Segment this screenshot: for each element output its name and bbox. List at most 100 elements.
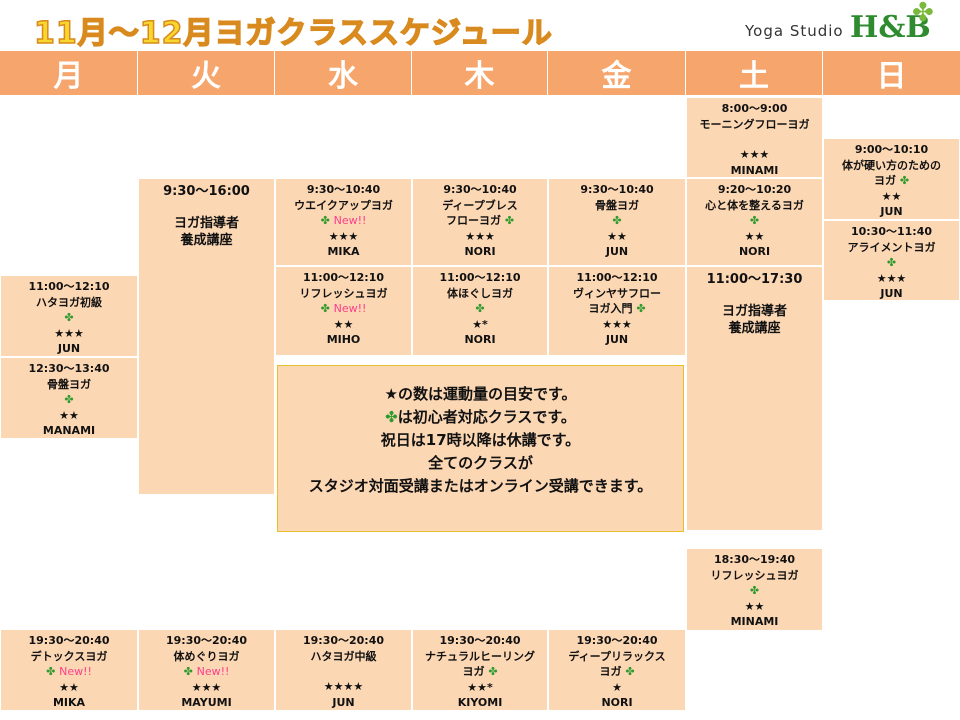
clover-icon: ✤ [636, 302, 646, 315]
class-stars: ★ [612, 680, 622, 694]
class-teacher: JUN [605, 245, 629, 258]
class-name: 体が硬い方のための [842, 158, 941, 172]
class-teacher: KIYOMI [457, 696, 503, 709]
class-name: ヨガ [873, 174, 896, 187]
clover-icon: ✤ [475, 302, 485, 315]
class-name: ヨガ [599, 665, 622, 678]
clover-icon: ✤ [183, 665, 193, 678]
logo: H&B [850, 10, 931, 45]
class-cell: 9:30～16:00 ヨガ指導者 養成講座 [138, 178, 275, 495]
class-name: 養成講座 [728, 321, 781, 336]
class-cell: 11:00～17:30 ヨガ指導者 養成講座 [686, 266, 823, 531]
class-teacher: JUN [880, 287, 903, 300]
class-time: 9:20～10:20 [717, 183, 792, 196]
class-name: リフレッシュヨガ [299, 286, 388, 300]
class-cell: 11:00～12:10 ハタヨガ初級 ✤ ★★★ JUN [0, 275, 138, 357]
class-name: 体めぐりヨガ [173, 649, 240, 663]
class-cell: 11:00～12:10 ヴィンヤサフロー ヨガ入門 ✤ ★★★ JUN [548, 266, 686, 356]
class-name: アライメントヨガ [847, 240, 936, 254]
clover-icon: ✤ [46, 665, 56, 678]
class-stars: ★★ [744, 229, 765, 243]
class-time: 9:30～10:40 [580, 183, 654, 196]
class-name: ヨガ指導者 [173, 216, 239, 231]
class-time: 9:30～10:40 [443, 183, 517, 196]
class-teacher: JUN [880, 205, 903, 218]
class-teacher: NORI [601, 696, 633, 709]
clover-icon: ✤ [64, 311, 74, 324]
class-stars: ★★ [607, 229, 627, 243]
class-time: 19:30～20:40 [439, 634, 521, 647]
class-cell: 11:00～12:10 体ほぐしヨガ ✤ ★* NORI [412, 266, 548, 356]
note-line: 全てのクラスが [428, 454, 533, 472]
class-name: 心と体を整えるヨガ [705, 198, 804, 212]
day-header-sat: 土 [686, 51, 823, 95]
class-cell: 11:00～12:10 リフレッシュヨガ ✤ New!! ★★ MIHO [275, 266, 412, 356]
class-stars: ★★★ [465, 229, 495, 243]
class-teacher: JUN [332, 695, 355, 709]
page-title: 11月～12月ヨガクラススケジュール [33, 15, 553, 52]
new-badge: New!! [59, 665, 92, 678]
class-stars: ★★★ [54, 326, 84, 340]
class-cell: 9:00～10:10 体が硬い方のための ヨガ ✤ ★★ JUN [823, 138, 960, 220]
class-name: 養成講座 [180, 233, 233, 248]
class-stars: ★★★ [739, 148, 770, 161]
class-cell: 19:30～20:40 デトックスヨガ ✤ New!! ★★ MIKA [0, 629, 138, 711]
clover-icon: ✤ [385, 408, 398, 426]
day-header-wed: 水 [275, 51, 412, 95]
new-badge: New!! [333, 302, 367, 315]
class-stars: ★* [472, 317, 488, 331]
class-name: ヨガ指導者 [721, 304, 787, 319]
note-line: 祝日は17時以降は休講です。 [380, 431, 581, 449]
class-stars: ★★★ [602, 317, 632, 331]
brand-name: Yoga Studio [745, 22, 844, 40]
class-cell: 19:30～20:40 ハタヨガ中級 ★★★★ JUN [275, 629, 412, 711]
class-stars: ★★* [467, 680, 493, 694]
note-line: スタジオ対面受講またはオンライン受講できます。 [308, 477, 653, 495]
day-header-tue: 火 [138, 51, 275, 95]
class-time: 8:00～9:00 [721, 102, 788, 115]
class-cell: 9:30～10:40 ディープブレス フローヨガ ✤ ★★★ NORI [412, 178, 548, 266]
class-name: モーニングフローヨガ [699, 117, 810, 131]
day-header-mon: 月 [0, 51, 138, 95]
class-stars: ★★ [333, 317, 354, 331]
class-teacher: MIHO [326, 333, 361, 346]
class-name: ヨガ [462, 665, 485, 678]
class-teacher: NORI [738, 245, 771, 258]
class-name: ヨガ入門 [588, 302, 633, 315]
class-stars: ★★★★ [323, 680, 364, 693]
clover-icon: ✤ [749, 214, 760, 227]
class-teacher: MINAMI [730, 615, 779, 628]
class-cell: 9:20～10:20 心と体を整えるヨガ ✤ ★★ NORI [686, 178, 823, 266]
clover-icon: ✤ [488, 665, 498, 678]
class-teacher: MINAMI [730, 163, 779, 177]
class-time: 18:30～19:40 [713, 553, 796, 566]
new-badge: New!! [196, 665, 230, 678]
class-stars: ★★★ [191, 680, 222, 694]
class-time: 19:30～20:40 [28, 634, 110, 647]
class-time: 11:00～12:10 [576, 271, 658, 284]
note-line: は初心者対応クラスです。 [397, 408, 576, 426]
class-cell: 8:00～9:00 モーニングフローヨガ ★★★ MINAMI [686, 97, 823, 178]
class-name: ナチュラルヒーリング [425, 649, 535, 663]
class-time: 12:30～13:40 [28, 362, 110, 375]
class-stars: ★★ [59, 408, 79, 422]
class-teacher: MIKA [52, 696, 86, 709]
clover-icon: ✤ [612, 214, 622, 227]
class-teacher: JUN [605, 333, 629, 346]
class-teacher: MIKA [327, 245, 360, 258]
clover-icon: ✤ [886, 256, 897, 269]
class-time: 11:00～12:10 [302, 271, 385, 284]
note-line: ★の数は運動量の目安です。 [384, 385, 577, 403]
class-cell: 19:30～20:40 体めぐりヨガ ✤ New!! ★★★ MAYUMI [138, 629, 275, 711]
class-cell: 19:30～20:40 ナチュラルヒーリング ヨガ ✤ ★★* KIYOMI [412, 629, 548, 711]
class-time: 19:30～20:40 [576, 634, 658, 647]
class-name: 骨盤ヨガ [47, 377, 91, 391]
clover-icon: ✤ [912, 0, 934, 28]
class-time: 19:30～20:40 [165, 634, 248, 647]
day-header-sun: 日 [823, 51, 960, 95]
notes-box: ★の数は運動量の目安です。 ✤は初心者対応クラスです。 祝日は17時以降は休講で… [277, 365, 684, 532]
class-name: ディープリラックス [568, 649, 666, 663]
class-name: フローヨガ [445, 214, 501, 227]
class-teacher: JUN [57, 342, 81, 355]
class-time: 9:30～16:00 [163, 184, 250, 199]
